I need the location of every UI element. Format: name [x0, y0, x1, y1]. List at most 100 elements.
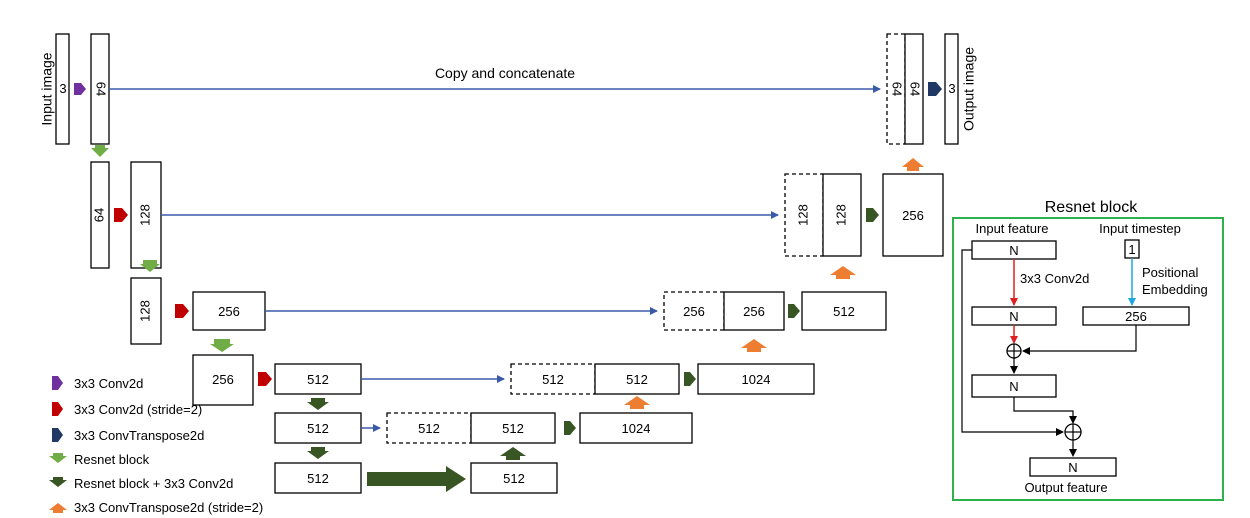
feature-label-1024-up-l5: 1024 — [622, 421, 651, 436]
feature-label-512-up-l5: 512 — [502, 421, 524, 436]
feature-label-256-l3: 256 — [218, 304, 240, 319]
feature-label-512-l5: 512 — [307, 421, 329, 436]
legend-purple-icon — [52, 376, 63, 390]
output-image-box — [944, 33, 959, 145]
upconv-arrow-l5-l4 — [624, 396, 650, 405]
feature-box-64-l2 — [90, 161, 110, 269]
feature-label-512-up-l4: 512 — [626, 372, 648, 387]
feature-box-512-up-l5 — [470, 412, 556, 444]
legend: 3x3 Conv2d 3x3 Conv2d (stride=2) 3x3 Con… — [49, 376, 263, 515]
resnet-block-title: Resnet block — [1045, 199, 1138, 216]
output-feature-box — [1029, 457, 1117, 477]
output-image-label: Output image — [961, 47, 977, 131]
residual-skip-line — [961, 249, 1064, 436]
upconv-arrow-l4-l3 — [741, 339, 767, 348]
conv-output-n: N — [1009, 309, 1018, 324]
resnet-conv-arrow-l2 — [866, 208, 879, 222]
upconv-arrow-l2-l1 — [902, 158, 924, 167]
input-image-box — [55, 33, 70, 145]
input-image-label: Input image — [39, 52, 55, 125]
output-feature-label: Output feature — [1024, 480, 1107, 495]
upconv-arrow-l3-l2 — [830, 266, 856, 275]
resnet-arrow-down-3 — [210, 344, 234, 352]
feature-box-128-up-l2 — [822, 173, 862, 257]
conv-stride-arrow-red-l4 — [258, 372, 272, 386]
concat-label-128-dashed: 128 — [795, 204, 810, 226]
input-channels: 3 — [59, 81, 66, 96]
feature-box-512-l4 — [274, 363, 362, 395]
convtranspose-arrow-navy — [928, 82, 942, 96]
input-feature-label: Input feature — [976, 221, 1049, 236]
feature-label-128-up-l2: 128 — [833, 204, 848, 226]
pos-emb-label-2: Embedding — [1142, 282, 1208, 297]
feature-label-512-up-l3: 512 — [833, 304, 855, 319]
legend-label-3: 3x3 ConvTranspose2d — [74, 428, 204, 443]
feature-label-128-l3: 128 — [137, 300, 152, 322]
output-feature-n: N — [1068, 460, 1077, 475]
feature-label-512-up-l6: 512 — [503, 471, 525, 486]
conv-stride-arrow-red-l2 — [114, 208, 128, 222]
feature-label-256-l4: 256 — [212, 372, 234, 387]
output-channels: 3 — [948, 81, 955, 96]
feature-box-512-up-l6 — [470, 462, 558, 494]
feature-box-512-up-l3 — [801, 291, 887, 331]
feature-box-1024-up-l4 — [697, 363, 815, 395]
legend-darkgreen-icon-bar — [53, 477, 63, 480]
feature-label-512-l4: 512 — [307, 372, 329, 387]
feature-label-512-l6: 512 — [307, 471, 329, 486]
legend-orange-icon-bar — [53, 510, 63, 513]
concat-label-512-dashed-l5: 512 — [418, 421, 440, 436]
conv-arrow-purple — [74, 83, 86, 95]
resnet-conv-arrow-l4 — [684, 372, 696, 386]
legend-orange-icon — [49, 503, 67, 510]
resnet-conv-arrow-down-5-bar — [311, 447, 325, 451]
concat-label-512-dashed: 512 — [542, 372, 564, 387]
resnet-arrow-down-3-bar — [214, 339, 230, 344]
bottleneck-arrow — [367, 466, 466, 492]
concat-box-512-dashed — [510, 363, 596, 395]
feature-label-256-up-l2: 256 — [902, 208, 924, 223]
pos-emb-label-1: Positional — [1142, 265, 1198, 280]
resnet-conv-arrow-down-4-bar — [311, 398, 325, 402]
upconv-arrow-l6-l5-bar — [506, 456, 520, 460]
feature-box-128-l3 — [130, 277, 162, 345]
input-feature-n: N — [1009, 243, 1018, 258]
feature-box-512-l5 — [274, 412, 362, 444]
conv-label: 3x3 Conv2d — [1020, 271, 1089, 286]
resnet-arrow-down-2 — [140, 264, 160, 272]
feature-box-1024-up-l5 — [579, 412, 693, 444]
upconv-arrow-l6-l5 — [500, 447, 526, 456]
resnet-block-border — [952, 217, 1224, 501]
resnet-conv-arrow-l5 — [564, 421, 576, 435]
feature-box-64-up-l1 — [904, 33, 924, 145]
legend-label-2: 3x3 Conv2d (stride=2) — [74, 402, 202, 417]
resnet-conv-arrow-l3 — [788, 304, 800, 318]
feature-box-256-l3 — [192, 291, 266, 331]
concat-box-512-dashed-l5 — [386, 412, 472, 444]
resnet-conv-arrow-down-4 — [307, 402, 329, 410]
timestep-value: 1 — [1128, 242, 1135, 257]
legend-green-icon — [49, 456, 67, 463]
embedding-value: 256 — [1125, 309, 1147, 324]
upconv-arrow-l4-l3-bar — [747, 348, 761, 352]
feature-box-512-up-l4 — [594, 363, 680, 395]
concat-box-128-dashed — [784, 173, 824, 257]
resnet-arrow-down-1-bar — [95, 145, 105, 149]
legend-label-4: Resnet block — [74, 452, 150, 467]
feature-label-64-up-l1: 64 — [908, 82, 923, 96]
upconv-arrow-l3-l2-bar — [836, 275, 850, 279]
concat-label-64-dashed: 64 — [890, 82, 905, 96]
input-timestep-label: Input timestep — [1099, 221, 1181, 236]
feature-box-256-l4 — [192, 354, 254, 406]
legend-navy-icon — [52, 428, 63, 442]
copy-concatenate-label: Copy and concatenate — [435, 65, 575, 81]
legend-label-1: 3x3 Conv2d — [74, 376, 143, 391]
legend-label-5: Resnet block + 3x3 Conv2d — [74, 476, 233, 491]
feature-box-512-l6 — [274, 462, 362, 494]
embedding-to-add-line — [1022, 325, 1137, 355]
legend-red-icon — [52, 402, 63, 416]
feature-box-256-up-l2 — [882, 173, 944, 257]
legend-label-6: 3x3 ConvTranspose2d (stride=2) — [74, 500, 263, 515]
mid-feature-n: N — [1009, 379, 1018, 394]
